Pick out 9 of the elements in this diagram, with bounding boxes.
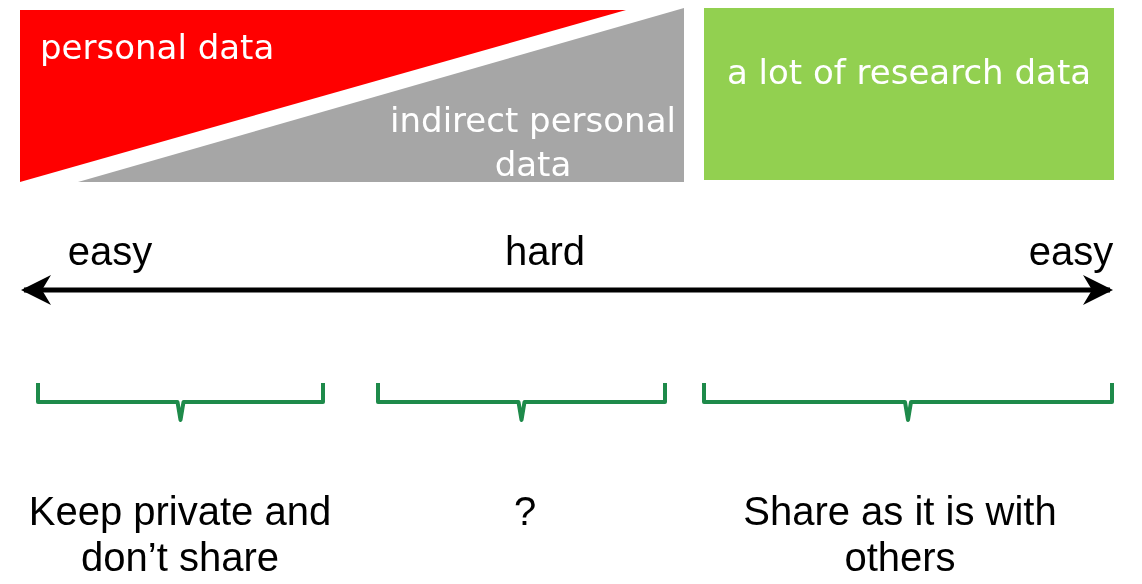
node-label: personal data <box>40 26 276 69</box>
scale-label: hard <box>503 228 587 274</box>
scale-label: easy <box>1027 228 1115 274</box>
category-label: Share as it is with others <box>742 488 1058 580</box>
scale-label: easy <box>66 228 154 274</box>
category-label: ? <box>512 488 538 534</box>
category-label: Keep private and don’t share <box>27 488 333 580</box>
node-label: a lot of research data <box>725 51 1093 94</box>
node-label: indirect personal data <box>389 99 677 186</box>
